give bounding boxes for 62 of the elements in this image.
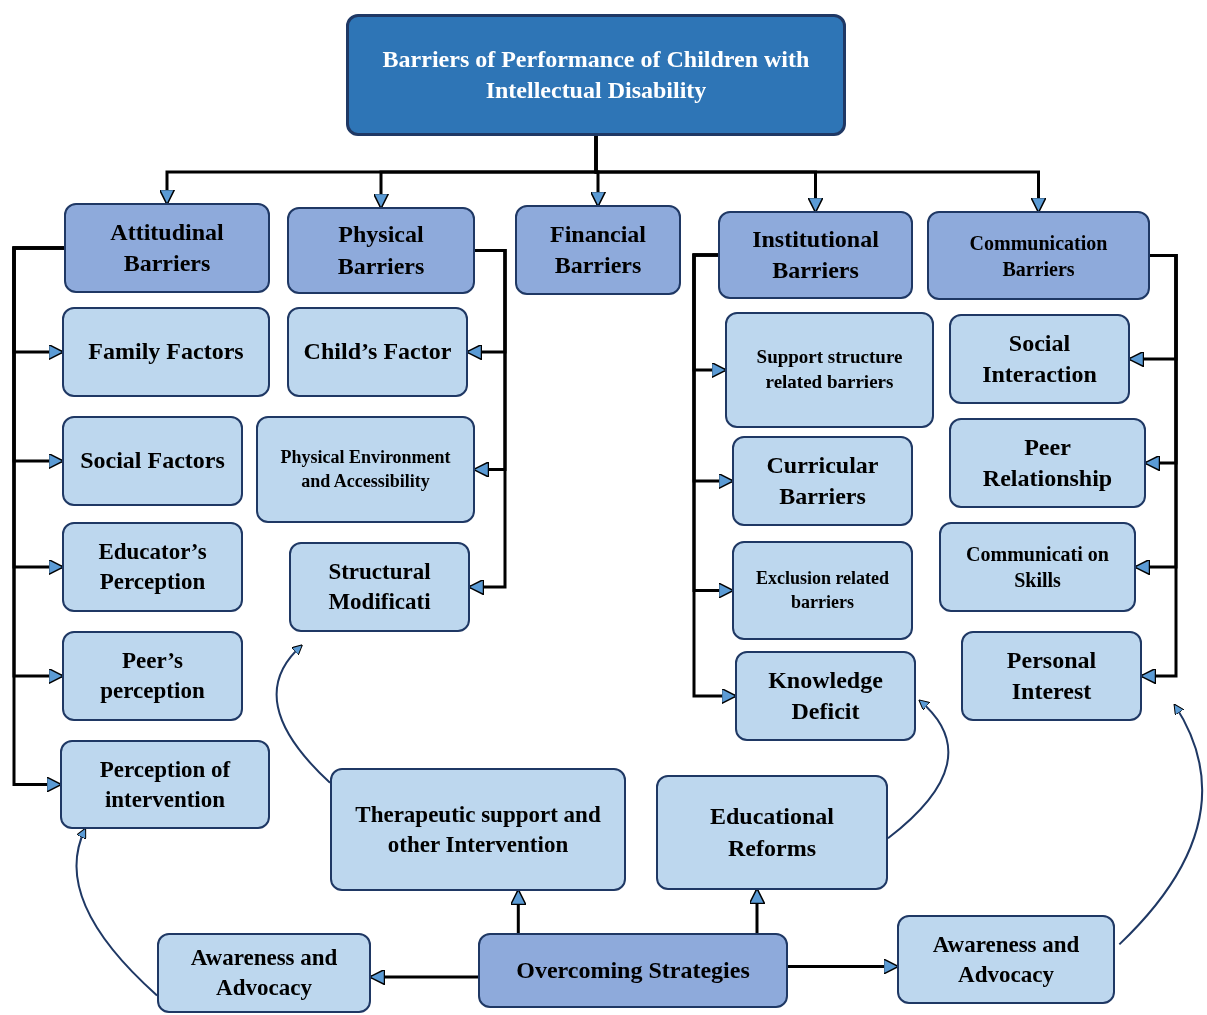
box-label: Educational Reforms bbox=[709, 802, 835, 863]
connector-arrow bbox=[748, 887, 766, 933]
box-label: Social Factors bbox=[80, 446, 225, 476]
factor-box bbox=[330, 768, 626, 891]
factor-box bbox=[289, 542, 470, 632]
factor-box bbox=[725, 312, 934, 428]
box-label: Physical Barriers bbox=[336, 220, 426, 281]
box-label: Attitudinal Barriers bbox=[109, 217, 225, 278]
factor-box bbox=[656, 775, 888, 890]
box-label: Support structure related barriers bbox=[755, 345, 904, 394]
category-box bbox=[718, 211, 913, 299]
box-label: Institutional Barriers bbox=[751, 224, 880, 285]
box-label: Family Factors bbox=[88, 337, 244, 367]
box-label: Exclusion related barriers bbox=[754, 567, 891, 614]
factor-box bbox=[961, 631, 1142, 721]
factor-box bbox=[287, 307, 468, 397]
connector-arrow bbox=[594, 136, 1047, 214]
factor-box bbox=[732, 436, 913, 526]
factor-box bbox=[256, 416, 475, 523]
factor-box bbox=[949, 418, 1146, 508]
box-label: Educator’s Perception bbox=[97, 538, 208, 596]
box-label: Child’s Factor bbox=[303, 337, 452, 367]
factor-box bbox=[157, 933, 371, 1013]
box-label: Peer’s perception bbox=[99, 647, 206, 705]
box-label: Social Interaction bbox=[981, 328, 1098, 389]
factor-box bbox=[62, 522, 243, 612]
factor-box bbox=[62, 307, 270, 397]
curved-arrow bbox=[887, 699, 950, 840]
box-label: Knowledge Deficit bbox=[767, 665, 884, 726]
box-label: Financial Barriers bbox=[549, 219, 647, 280]
box-label: Overcoming Strategies bbox=[516, 955, 750, 985]
category-box bbox=[927, 211, 1150, 300]
curved-arrow bbox=[75, 827, 158, 997]
category-box bbox=[287, 207, 475, 294]
factor-box bbox=[735, 651, 916, 741]
curved-arrow bbox=[275, 644, 331, 784]
connector-arrow bbox=[12, 246, 64, 793]
category-box bbox=[515, 205, 681, 295]
box-label: Awareness and Advocacy bbox=[189, 944, 339, 1002]
factor-box bbox=[62, 416, 243, 506]
connector-arrow bbox=[510, 888, 527, 933]
factor-box bbox=[949, 314, 1130, 404]
box-label: Communication Barriers bbox=[968, 230, 1109, 282]
factor-box bbox=[939, 522, 1136, 612]
box-label: Therapeutic support and other Intervention bbox=[354, 800, 602, 859]
factor-box bbox=[62, 631, 243, 721]
box-label: Peer Relationship bbox=[981, 432, 1114, 493]
box-label: Personal Interest bbox=[1005, 645, 1098, 706]
box-label: Communicati on Skills bbox=[965, 542, 1110, 593]
category-box bbox=[478, 933, 788, 1008]
box-label: Perception of intervention bbox=[98, 755, 232, 814]
box-label: Awareness and Advocacy bbox=[931, 930, 1081, 989]
box-label: Curricular Barriers bbox=[765, 450, 880, 511]
factor-box bbox=[897, 915, 1115, 1004]
factor-box bbox=[60, 740, 270, 829]
curved-arrow bbox=[1118, 703, 1203, 946]
box-label: Barriers of Performance of Children with Intellectual Disability bbox=[381, 44, 811, 105]
box-label: Structural Modificati bbox=[327, 558, 432, 616]
main-topic-box bbox=[346, 14, 846, 136]
factor-box bbox=[732, 541, 913, 640]
category-box bbox=[64, 203, 270, 293]
box-label: Physical Environment and Accessibility bbox=[279, 446, 452, 493]
